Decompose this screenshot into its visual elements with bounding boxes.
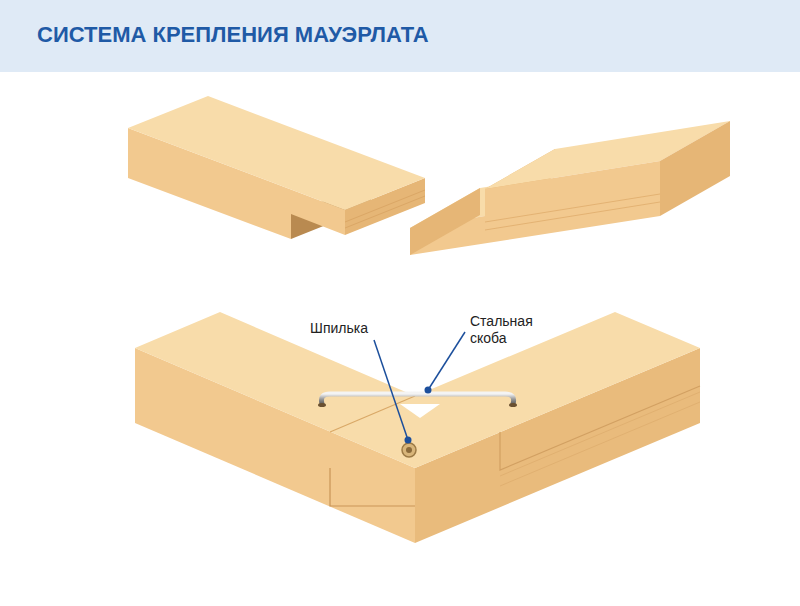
beam-left-top — [128, 96, 425, 239]
part-label: Шпилька — [310, 320, 368, 337]
beam-right-top — [410, 121, 730, 255]
part-label: Стальная скоба — [470, 313, 556, 347]
beam-corner-assembled — [135, 312, 700, 543]
diagram-title: СИСТЕМА КРЕПЛЕНИЯ МАУЭРЛАТА — [37, 22, 429, 48]
leader-lines — [374, 332, 465, 444]
